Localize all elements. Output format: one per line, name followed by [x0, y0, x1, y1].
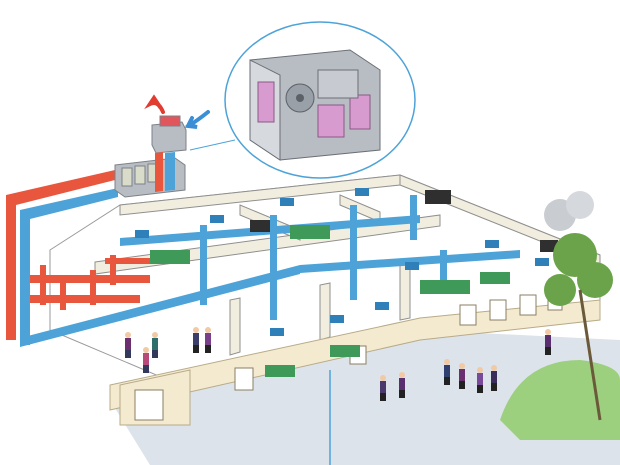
exhaust-air-arrow [144, 94, 165, 114]
tree-icon [544, 191, 594, 231]
diffuser-icon [210, 215, 224, 223]
air-handling-unit-icon [114, 94, 210, 198]
desk-cluster [420, 280, 470, 294]
people [125, 327, 551, 401]
filter-icon [349, 94, 371, 130]
exhaust-branch [30, 295, 140, 303]
blackboards [250, 190, 558, 252]
blackboard [540, 240, 558, 252]
supply-main-top [20, 188, 118, 219]
diffuser-icon [485, 240, 499, 248]
furniture [150, 225, 510, 377]
blackboard [250, 220, 270, 232]
facade-wall [109, 299, 601, 411]
facade-window [234, 367, 254, 391]
exhaust-main-top [6, 170, 115, 205]
person-icon [459, 363, 465, 389]
tree-icon [544, 233, 613, 421]
person-icon [491, 365, 497, 391]
diffuser-icon [280, 198, 294, 206]
person-icon [399, 372, 405, 398]
diffuser-icon [135, 230, 149, 238]
diffuser-icon [355, 188, 369, 196]
filter-icon [317, 104, 345, 138]
desk-cluster [330, 345, 360, 357]
diffuser-icon [330, 315, 344, 323]
fan-icon [159, 115, 181, 127]
person-icon [444, 359, 450, 385]
ahu-hood [151, 121, 187, 154]
person-icon [205, 327, 211, 353]
supply-riser [20, 210, 30, 345]
facade-window [489, 299, 507, 321]
courtyard-ground [110, 330, 620, 465]
ahu-exhaust-connection [155, 152, 163, 192]
supply-duct-network [20, 188, 520, 347]
person-icon [477, 367, 483, 393]
wall-partition-4 [319, 282, 331, 341]
unit-callout [189, 21, 416, 179]
desk-cluster [290, 225, 330, 239]
facade-window [459, 304, 477, 326]
supply-branch [270, 215, 277, 320]
supply-main-bottom [20, 265, 300, 347]
exhaust-branch [105, 258, 165, 264]
person-icon [125, 332, 131, 358]
exhaust-drop [60, 280, 66, 310]
person-icon [193, 327, 199, 353]
diffuser-icon [375, 302, 389, 310]
fan-hub [296, 94, 304, 102]
supply-branch [410, 195, 417, 240]
exhaust-drop [40, 265, 46, 305]
wall-partition-3 [229, 297, 241, 356]
lawn [500, 360, 620, 440]
desk-cluster [265, 365, 295, 377]
facade-window [519, 294, 537, 316]
person-icon [143, 347, 149, 373]
wall-partition-5 [399, 261, 411, 321]
supply-branch [350, 205, 357, 300]
callout-pointer [189, 139, 236, 151]
diffuser-icon [535, 258, 549, 266]
person-icon [545, 329, 551, 355]
person-icon [380, 375, 386, 401]
diffuser-icon [270, 328, 284, 336]
fresh-air-arrow [184, 110, 210, 129]
supply-branch [200, 225, 207, 305]
filter-icon [257, 81, 275, 123]
exhaust-drop [90, 270, 96, 305]
exhaust-riser [6, 195, 16, 340]
facade-window [134, 389, 164, 421]
heat-exchanger [317, 69, 359, 99]
desk-cluster [480, 272, 510, 284]
exhaust-duct-network [6, 170, 165, 340]
ahu-panel [121, 167, 133, 187]
exhaust-drop [110, 255, 116, 285]
ahu-panel [134, 165, 146, 185]
blackboard [425, 190, 451, 204]
person-icon [152, 332, 158, 358]
ahu-supply-connection [165, 152, 175, 191]
diffusers [135, 188, 549, 336]
diffuser-icon [405, 262, 419, 270]
desk-cluster [150, 250, 190, 264]
